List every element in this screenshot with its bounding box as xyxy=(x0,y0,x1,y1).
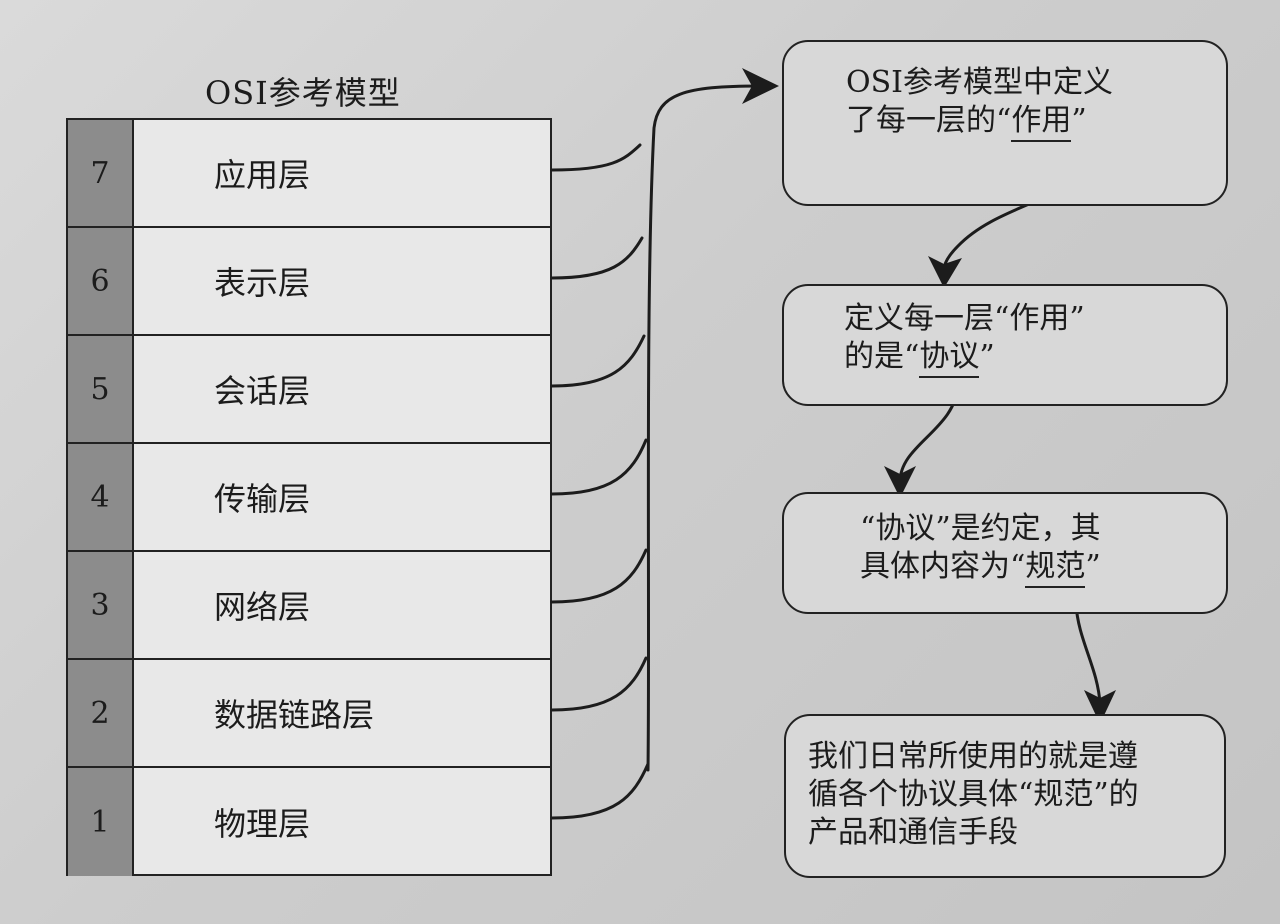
bracket-branch-7 xyxy=(550,143,642,172)
layer-name: 物理层 xyxy=(214,805,311,843)
bracket-branch-4 xyxy=(550,438,648,496)
note-line: 定义每一层“作用” xyxy=(844,301,1085,336)
bracket-branch-2 xyxy=(550,656,648,712)
layer-number: 1 xyxy=(68,768,134,876)
note-line: 产品和通信手段 xyxy=(808,815,1018,850)
layer-row-6: 6 表示层 xyxy=(68,228,550,336)
layer-number: 3 xyxy=(68,552,134,658)
note-line: 循各个协议具体“规范”的 xyxy=(808,777,1139,812)
arrow-note3-to-note4 xyxy=(1074,602,1102,706)
bracket-branch-5 xyxy=(550,334,646,388)
bracket-branch-1 xyxy=(550,762,650,820)
keyword-underlined: 作用 xyxy=(1011,103,1072,142)
layer-name: 传输层 xyxy=(214,480,311,518)
layer-number: 6 xyxy=(68,228,134,334)
layer-row-3: 3 网络层 xyxy=(68,552,550,660)
layer-row-5: 5 会话层 xyxy=(68,336,550,444)
layer-number: 5 xyxy=(68,336,134,442)
layer-number: 7 xyxy=(68,120,134,226)
note-line: 具体内容为“规范” xyxy=(860,548,1226,588)
layer-row-2: 2 数据链路层 xyxy=(68,660,550,768)
layer-row-4: 4 传输层 xyxy=(68,444,550,552)
osi-layer-stack: 7 应用层 6 表示层 5 会话层 4 传输层 3 网络层 2 数据链路层 1 … xyxy=(66,118,552,876)
note-line: 的是“协议” xyxy=(844,338,1226,378)
layer-name: 应用层 xyxy=(214,156,311,194)
layer-name: 会话层 xyxy=(214,372,311,410)
arrowhead-to-note-4 xyxy=(1084,690,1116,724)
layer-row-1: 1 物理层 xyxy=(68,768,550,876)
note-line: “协议”是约定，其 xyxy=(860,511,1101,546)
note-line: 了每一层的“作用” xyxy=(846,102,1226,142)
note-box-products: 我们日常所使用的就是遵 循各个协议具体“规范”的 产品和通信手段 xyxy=(784,714,1226,878)
layer-name: 网络层 xyxy=(214,588,311,626)
model-title: OSI参考模型 xyxy=(205,74,401,112)
layer-row-7: 7 应用层 xyxy=(68,120,550,228)
note-box-protocol: 定义每一层“作用” 的是“协议” xyxy=(782,284,1228,406)
arrowhead-to-note-1 xyxy=(742,68,779,104)
layer-name: 表示层 xyxy=(214,264,311,302)
layer-name: 数据链路层 xyxy=(214,696,375,734)
bracket-branch-3 xyxy=(550,548,648,604)
bracket-branch-6 xyxy=(550,236,644,280)
layer-number: 2 xyxy=(68,660,134,766)
note-box-specification: “协议”是约定，其 具体内容为“规范” xyxy=(782,492,1228,614)
keyword-underlined: 规范 xyxy=(1025,549,1086,588)
keyword-underlined: 协议 xyxy=(919,339,980,378)
layer-number: 4 xyxy=(68,444,134,550)
arrowhead-to-note-2 xyxy=(928,256,962,288)
bracket-spine xyxy=(646,84,762,772)
note-line: 我们日常所使用的就是遵 xyxy=(808,739,1138,774)
note-line: OSI参考模型中定义 xyxy=(846,65,1113,100)
arrowhead-to-note-3 xyxy=(884,466,916,498)
note-box-definition: OSI参考模型中定义 了每一层的“作用” xyxy=(782,40,1228,206)
